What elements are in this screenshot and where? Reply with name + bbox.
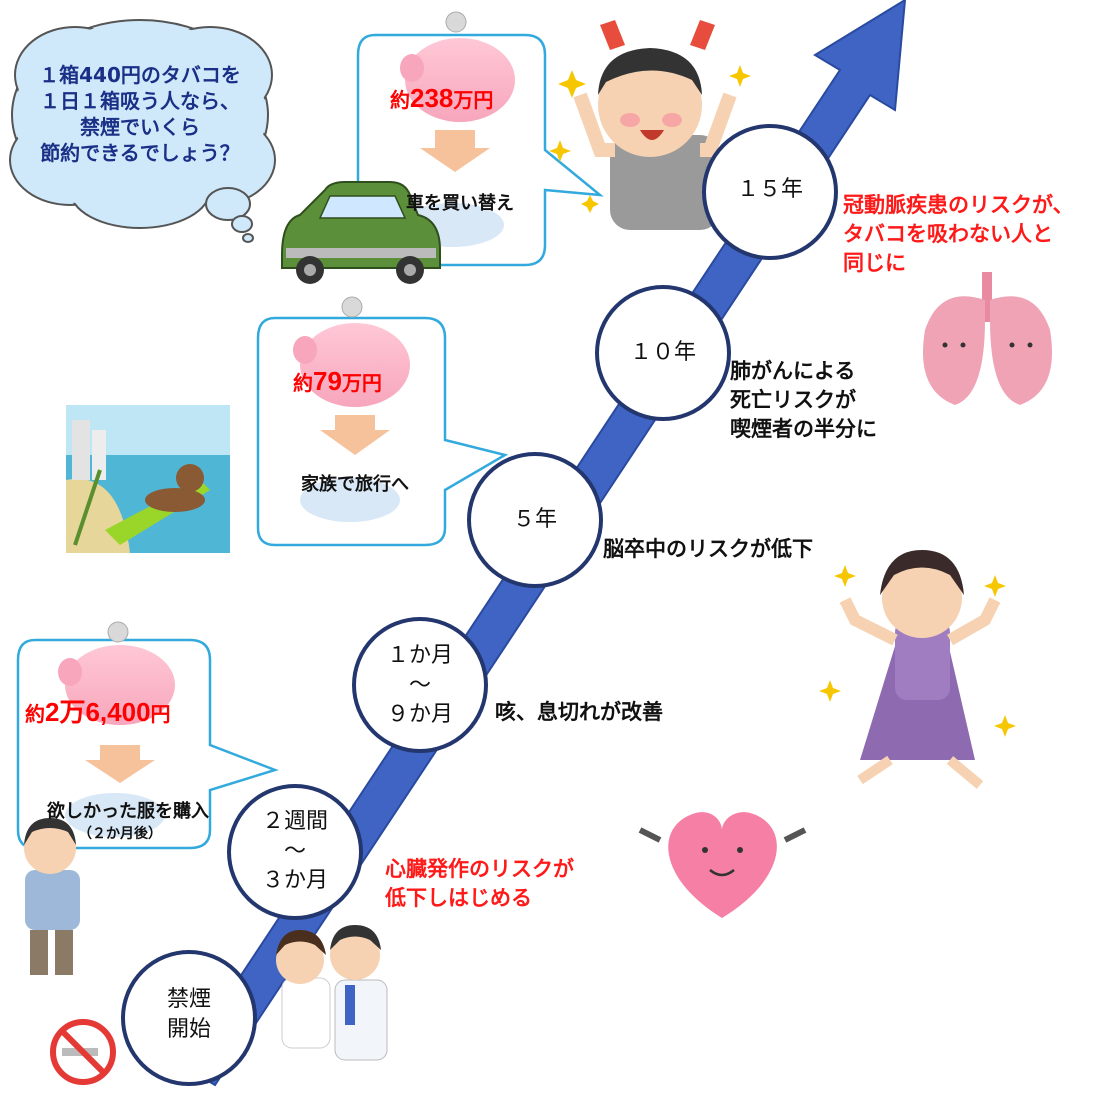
savings-caption-15years: 車を買い替え (406, 193, 514, 214)
milestone-line: １０年 (629, 340, 696, 365)
benefit-stroke: 脳卒中のリスクが低下 (603, 535, 813, 564)
milestone-label-2w3m: ２週間 ～ ３か月 (245, 807, 345, 896)
amount-unit: 万円 (453, 90, 494, 112)
thought-line: 禁煙でいくら (80, 115, 200, 139)
happy-man-illustration (573, 20, 737, 230)
amount-unit: 円 (150, 704, 171, 726)
lungs-illustration (923, 272, 1052, 405)
amount-value: 238 (410, 83, 454, 113)
amount-value: 79 (313, 366, 342, 396)
milestone-line: １か月 (386, 643, 453, 668)
benefit-line: 脳卒中のリスクが低下 (603, 537, 813, 561)
benefit-line: 心臓発作のリスクが (385, 857, 574, 881)
thought-line: １日１箱吸う人なら、 (40, 89, 240, 113)
amount-prefix: 約 (390, 90, 410, 112)
benefit-line: 同じに (843, 250, 906, 275)
benefit-line: 低下しはじめる (385, 885, 532, 910)
piggy-bank-icon (58, 621, 175, 837)
milestone-line: ９か月 (386, 702, 453, 728)
thought-cloud (9, 19, 276, 243)
benefit-line: 喫煙者の半分に (730, 416, 877, 441)
amount-prefix: 約 (25, 704, 45, 726)
piggy-bank-icon (400, 11, 515, 247)
milestone-circles (121, 124, 838, 1086)
savings-caption-2months: 欲しかった服を購入 (47, 801, 209, 822)
heart-illustration (638, 812, 807, 918)
milestone-label-10y: １０年 (608, 338, 718, 368)
benefit-line: 肺がんによる (730, 359, 856, 383)
milestone-label-1m9m: １か月 ～ ９か月 (370, 641, 470, 730)
benefit-line: 冠動脈疾患のリスクが、 (843, 193, 1074, 217)
car-illustration (281, 181, 441, 284)
milestone-circle-1m9m (352, 617, 488, 753)
milestone-label-15y: １５年 (715, 175, 825, 205)
milestone-line: 禁煙 (166, 987, 211, 1012)
savings-amount-2months: 約2万6,400円 (25, 692, 171, 729)
milestone-line: ～ (408, 672, 431, 698)
amount-unit: 万円 (341, 373, 382, 395)
standing-man-illustration (24, 818, 80, 975)
thought-text: １箱440円のタバコを １日１箱吸う人なら、 禁煙でいくら 節約できるでしょう？ (18, 62, 262, 166)
savings-caption-5years: 家族で旅行へ (301, 474, 409, 495)
savings-amount-15years: 約238万円 (390, 83, 493, 114)
savings-amount-5years: 約79万円 (293, 366, 382, 397)
milestone-line: ２週間 (261, 809, 328, 834)
happy-woman-illustration (839, 550, 1001, 789)
milestone-circle-2w3m (227, 784, 363, 920)
sparkle-icon (819, 565, 1016, 737)
amount-value: 2万6,400 (45, 697, 151, 727)
no-smoking-icon (50, 1019, 116, 1085)
benefit-lung-cancer: 肺がんによる 死亡リスクが 喫煙者の半分に (730, 357, 877, 444)
milestone-circle-10y (595, 285, 731, 421)
milestone-line: 開始 (166, 1016, 211, 1042)
milestone-label-start: 禁煙 開始 (139, 985, 239, 1044)
milestone-label-5y: ５年 (485, 505, 585, 535)
milestone-circle-5y (467, 452, 603, 588)
benefit-line: 咳、息切れが改善 (495, 700, 663, 724)
savings-subcaption-2months: （２か月後） (78, 826, 162, 842)
benefit-cough: 咳、息切れが改善 (495, 698, 663, 727)
benefit-line: タバコを吸わない人と (843, 221, 1053, 246)
thought-line: １箱440円のタバコを (39, 63, 241, 87)
milestone-circle-start (121, 950, 257, 1086)
piggy-bank-icon (293, 296, 410, 522)
amount-prefix: 約 (293, 373, 313, 395)
nurse-doctor-illustration (276, 925, 388, 1061)
benefit-coronary: 冠動脈疾患のリスクが、 タバコを吸わない人と 同じに (843, 191, 1074, 278)
milestone-line: ～ (283, 838, 306, 864)
beach-illustration (66, 405, 230, 553)
benefit-heart-attack: 心臓発作のリスクが 低下しはじめる (385, 855, 574, 913)
benefit-line: 死亡リスクが (730, 387, 856, 412)
thought-line: 節約できるでしょう？ (40, 141, 240, 165)
milestone-circle-15y (702, 124, 838, 260)
milestone-line: １５年 (736, 177, 803, 202)
milestone-line: ５年 (512, 507, 557, 532)
milestone-line: ３か月 (261, 868, 328, 894)
